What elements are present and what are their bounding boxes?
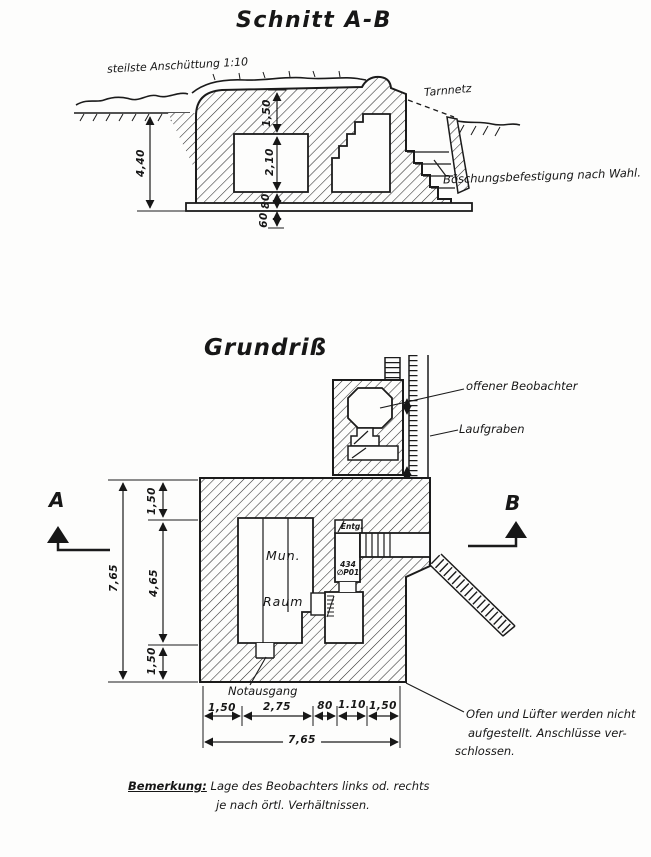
strip-diag (351, 447, 367, 459)
section-title: Schnitt A-B (236, 8, 392, 33)
observer-label: offener Beobachter (466, 379, 578, 393)
observer-strip (347, 445, 399, 461)
dim-bottom-1-label: 1,50 (208, 701, 236, 714)
entrance-steps (407, 151, 455, 189)
chain-ext-ticks (268, 89, 286, 229)
observer-leader (379, 388, 465, 409)
stair-treads (365, 533, 391, 557)
soil-ticks-right (458, 124, 501, 137)
remark-text1: Lage des Beobachters links od. rechts (210, 779, 430, 793)
remark-note: Bemerkung: Lage des Beobachters links od… (128, 777, 430, 814)
remark-text2: je nach örtl. Verhältnissen. (216, 797, 370, 812)
dim-bottom-5-label: 1,50 (369, 699, 397, 712)
plan-title: Grundriß (204, 335, 328, 361)
soil-ticks-left (79, 113, 176, 122)
dim-interior: 2,10 (263, 148, 276, 176)
pedestal-diag (353, 430, 369, 445)
room-label-line2: Raum (263, 594, 304, 609)
ofen-note-line3: schlossen. (455, 744, 515, 758)
vent-diag (337, 520, 345, 533)
ofen-leader (405, 682, 465, 713)
plan-drawing (47, 355, 527, 748)
observer-octagon (347, 387, 393, 429)
dim-bottom-3-label: 80 (317, 699, 333, 712)
base-slab (185, 202, 473, 212)
dim-roof: 1,50 (260, 99, 273, 127)
section-room-left (233, 133, 309, 193)
door-gap-sides (338, 582, 357, 592)
dim-left-bottom: 1,50 (145, 647, 158, 675)
terrain-line-left (75, 92, 189, 106)
section-drawing (74, 70, 521, 229)
door-gap (339, 582, 356, 592)
remark-label: Bemerkung: (128, 779, 207, 793)
dim-bottom-total: 7,65 (283, 733, 321, 747)
trench-leader (429, 429, 459, 437)
vent-box (334, 519, 363, 534)
room-label-line1: Mun. (266, 548, 301, 563)
section-marker-a-icon (47, 526, 110, 552)
door-leaf-hatch (326, 595, 335, 618)
trench-label: Laufgraben (459, 422, 525, 436)
dim-footing: 60 (257, 212, 270, 228)
vent-label: Entg. (340, 522, 364, 531)
dim-total-height: 4,40 (134, 149, 147, 177)
stairs-box (359, 532, 431, 558)
plan-dim-ext (108, 479, 401, 748)
section-marker-b-icon (468, 521, 527, 548)
mun-room-partitions (262, 518, 289, 643)
exit-leader (249, 656, 267, 686)
dim-bottom-4-label: 1.10 (338, 698, 366, 711)
soil-wedge (168, 113, 196, 172)
dim-left-total: 7,65 (107, 559, 121, 597)
tarnnetz-leader (407, 99, 455, 118)
grass-ticks-mound (212, 70, 341, 81)
dim-left-top: 1,50 (145, 487, 158, 515)
wall-stub-edges (384, 357, 401, 380)
section-marker-b-label: B (505, 491, 521, 515)
ofen-note-line2: aufgestellt. Anschlüsse ver- (468, 725, 627, 740)
remark-line1: Bemerkung: Lage des Beobachters links od… (128, 777, 430, 796)
ofen-note: Ofen und Lüfter werden nicht aufgestellt… (455, 705, 636, 761)
exit-label: Notausgang (228, 684, 298, 698)
ofen-note-line1: Ofen und Lüfter werden nicht (466, 707, 636, 721)
dim-bottom-2-label: 2,75 (263, 700, 291, 713)
revetment (446, 116, 470, 195)
mound-line (191, 76, 367, 94)
terrain-line-right (453, 119, 521, 126)
exit-shaft (256, 643, 274, 658)
boeschung-leader (433, 159, 447, 177)
mun-room (237, 517, 314, 644)
diag-trench-edges (428, 553, 516, 637)
plan-block (199, 477, 431, 683)
section-marker-a-label: A (49, 488, 65, 512)
door-type-label: 434 ∅P01 (337, 561, 359, 577)
door-type-line2: ∅P01 (336, 568, 360, 577)
dim-floor: 80 (259, 193, 272, 209)
door-type-line1: 434 (340, 560, 356, 569)
diag-trench-rungs (430, 554, 514, 636)
section-room-right (331, 113, 391, 193)
dim-left-mid: 4,65 (147, 569, 160, 597)
